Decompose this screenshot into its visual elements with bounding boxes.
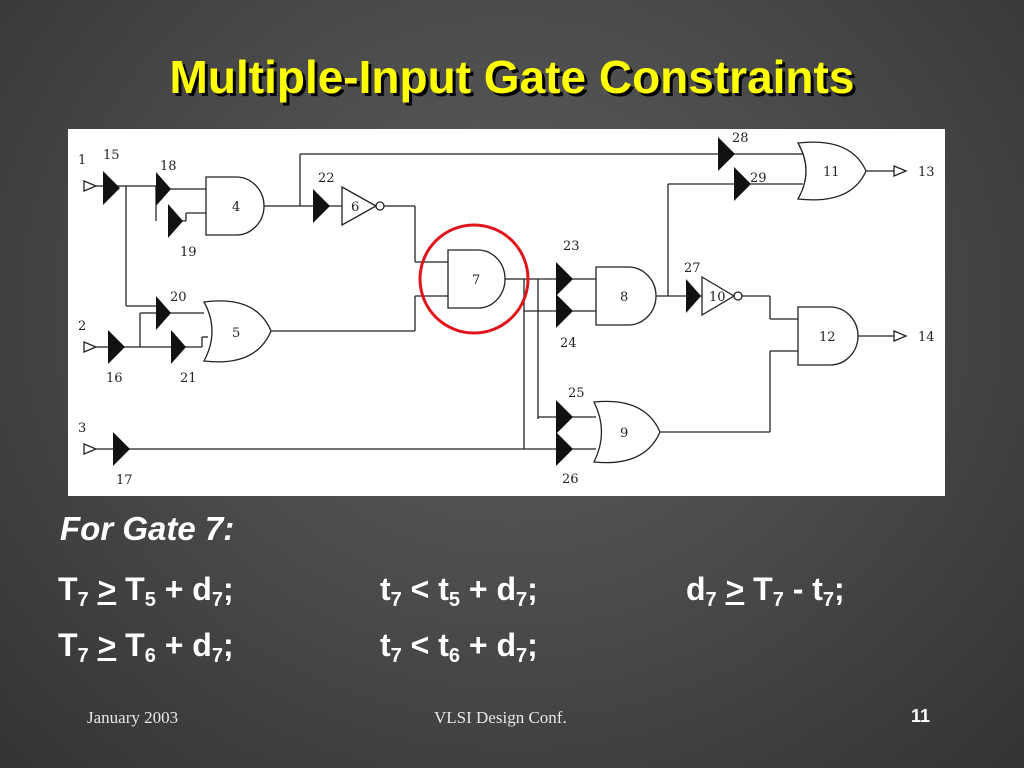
wire-label: 23 xyxy=(563,239,580,254)
gate-label: 7 xyxy=(472,273,480,288)
wire-label: 25 xyxy=(568,386,585,401)
footer-date: January 2003 xyxy=(87,708,179,727)
wire-label: 2 xyxy=(78,319,86,334)
wire-label: 1 xyxy=(78,153,86,168)
wire-label: 27 xyxy=(684,261,701,276)
subheading: For Gate 7: xyxy=(60,510,235,547)
gate-label: 10 xyxy=(709,290,726,305)
wire-label: 3 xyxy=(78,421,86,436)
wire-label: 26 xyxy=(562,472,579,487)
footer-conference: VLSI Design Conf. xyxy=(434,708,567,727)
gate-label: 8 xyxy=(620,290,628,305)
gate-label: 4 xyxy=(232,200,240,215)
circuit-diagram: 4 5 6 7 8 9 10 11 12 1 2 3 13 14 15 16 1… xyxy=(68,129,945,496)
page-number: 11 xyxy=(911,706,931,726)
equation-2: t7 < t5 + d7; xyxy=(380,571,538,611)
highlight-circle xyxy=(418,223,530,335)
wire-label: 28 xyxy=(732,131,749,146)
wire-label: 22 xyxy=(318,171,335,186)
wire-label: 21 xyxy=(180,371,197,386)
wire-label: 24 xyxy=(560,336,577,351)
gate-label: 11 xyxy=(823,165,840,180)
gate-label: 9 xyxy=(620,426,628,441)
gate-label: 12 xyxy=(819,330,836,345)
wire-label: 29 xyxy=(750,171,767,186)
slide-title: Multiple-Input Gate Constraints xyxy=(169,51,855,103)
wire-label: 14 xyxy=(918,330,935,345)
wire-label: 15 xyxy=(103,148,120,163)
wire-label: 19 xyxy=(180,245,197,260)
wire-label: 17 xyxy=(116,473,133,488)
wire-label: 13 xyxy=(918,165,935,180)
gate-label: 5 xyxy=(232,326,240,341)
equation-4: T7 > T6 + d7; xyxy=(58,627,234,667)
equation-3: d7 > T7 - t7; xyxy=(686,571,845,611)
wire-label: 16 xyxy=(106,371,123,386)
equation-5: t7 < t6 + d7; xyxy=(380,627,538,667)
wire-label: 20 xyxy=(170,290,187,305)
wire-label: 18 xyxy=(160,159,177,174)
equation-1: T7 > T5 + d7; xyxy=(58,571,234,611)
gate-label: 6 xyxy=(351,200,359,215)
